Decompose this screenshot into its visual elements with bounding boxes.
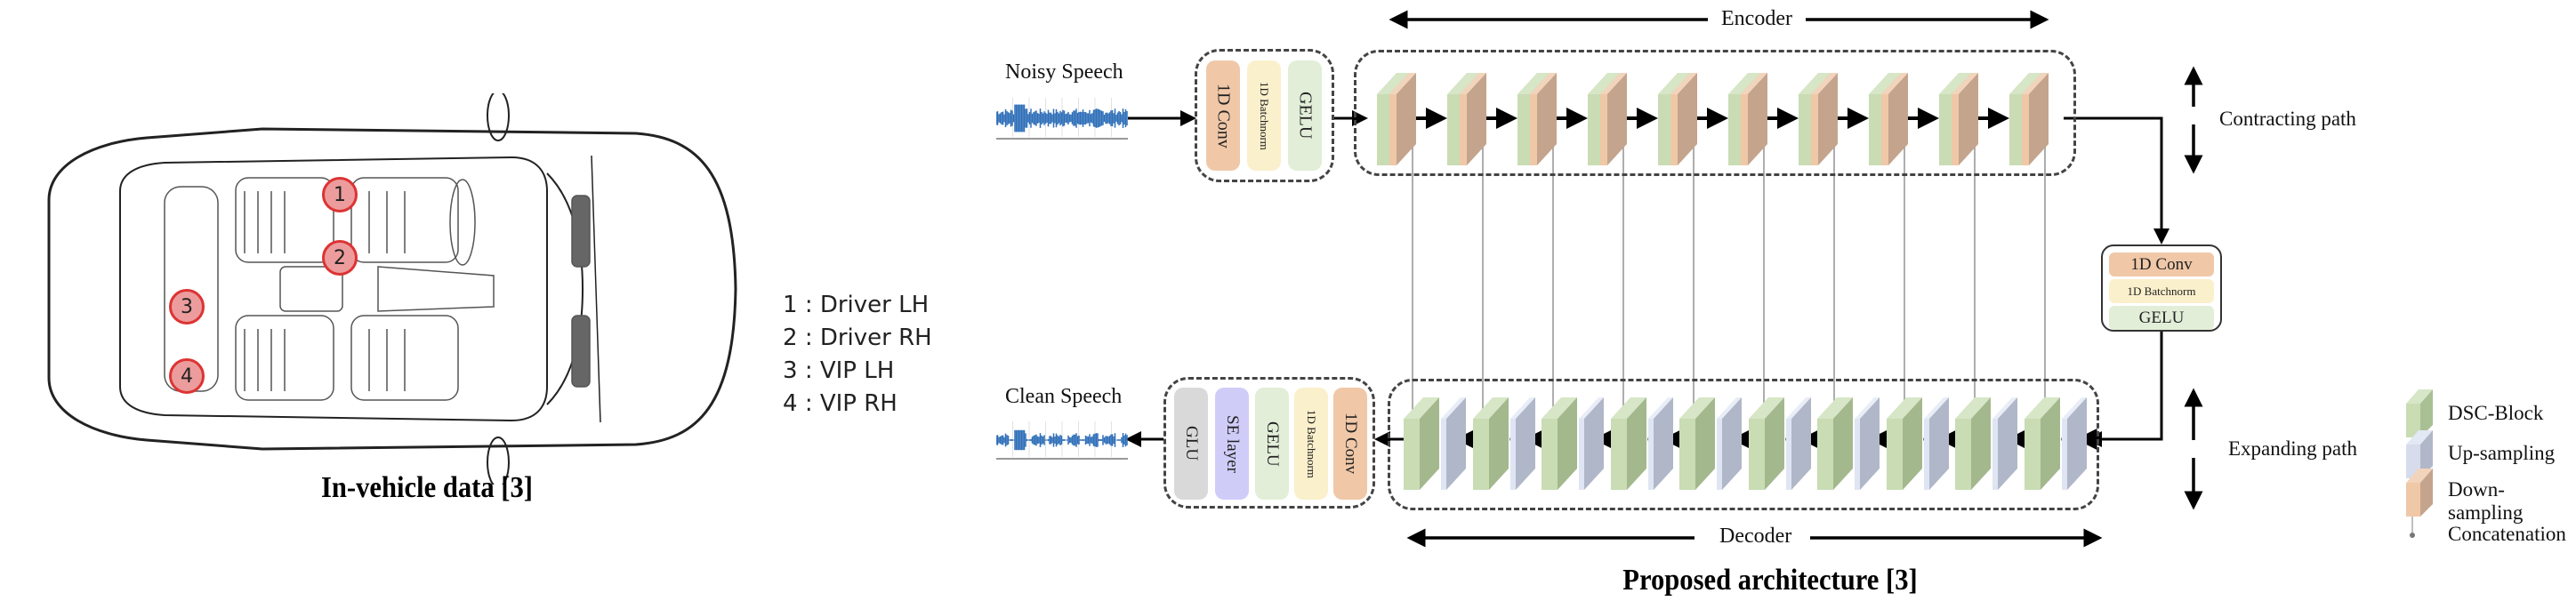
encoder-to-bottleneck-arrow: [2064, 116, 2169, 244]
down-sampling-block: [1460, 73, 1486, 165]
in-vehicle-panel: 1 2 3 4 1 : Driver LH 2 : Driver RH 3 : …: [0, 0, 970, 609]
up-sampling-block: [1647, 397, 1673, 490]
up-sampling-legend-icon: [2406, 430, 2433, 478]
input-gelu-layer: GELU: [1288, 60, 1322, 171]
up-sampling-block: [1509, 397, 1535, 490]
output-glu-layer: GLU: [1174, 388, 1208, 500]
dsc-block: [1817, 397, 1853, 490]
dsc-block: [1404, 397, 1439, 490]
bottleneck-block: 1D Conv 1D Batchnorm GELU: [2101, 244, 2222, 332]
noisy-speech-label: Noisy Speech: [1005, 60, 1123, 84]
dsc-block-legend-icon: [2406, 389, 2433, 437]
mic-position-legend: 1 : Driver LH 2 : Driver RH 3 : VIP LH 4…: [783, 289, 932, 421]
dsc-block: [1472, 397, 1509, 490]
down-sampling-legend-icon: [2406, 469, 2433, 517]
mic-marker-1: 1: [322, 177, 358, 212]
down-sampling-block: [1952, 73, 1978, 165]
down-sampling-block: [1881, 73, 1908, 165]
up-sampling-block: [1785, 397, 1811, 490]
encoder-box: [1354, 50, 2076, 176]
down-sampling-block: [1811, 73, 1838, 165]
mic-legend-item: 2 : Driver RH: [783, 325, 932, 351]
bottleneck-conv-layer: 1D Conv: [2109, 252, 2214, 276]
dsc-block: [1542, 397, 1577, 490]
mic-marker-3: 3: [169, 289, 205, 325]
output-block: GLU SE layer GELU 1D Batchnorm 1D Conv: [1163, 377, 1375, 509]
input-block: 1D Conv 1D Batchnorm GELU: [1195, 49, 1334, 182]
mic-marker-4: 4: [169, 358, 205, 394]
input-conv-layer: 1D Conv: [1206, 60, 1240, 171]
concatenation-legend-dot: [2410, 533, 2415, 538]
expanding-path-label: Expanding path: [2228, 437, 2357, 460]
mic-legend-item: 4 : VIP RH: [783, 390, 898, 417]
down-sampling-block: [1600, 73, 1627, 165]
output-gelu-layer: GELU: [1255, 388, 1289, 500]
output-batchnorm-layer: 1D Batchnorm: [1294, 388, 1328, 500]
dsc-block: [1886, 397, 1922, 490]
bottleneck-gelu-layer: GELU: [2109, 306, 2214, 330]
up-sampling-block: [2061, 397, 2087, 490]
up-sampling-block: [1579, 397, 1604, 490]
up-sampling-block: [1855, 397, 1880, 490]
clean-speech-waveform: [996, 421, 1128, 460]
noisy-speech-waveform: [996, 98, 1128, 140]
up-sampling-block: [1441, 397, 1466, 490]
architecture-caption: Proposed architecture [3]: [1622, 564, 1918, 597]
decoder-box: [1388, 379, 2099, 510]
bottleneck-to-decoder-arrow: [2086, 329, 2163, 447]
output-conv-layer: 1D Conv: [1333, 388, 1367, 500]
legend-label-down-sampling: Down-sampling: [2448, 478, 2524, 524]
dsc-block: [1610, 397, 1646, 490]
legend-label-dsc-block: DSC-Block: [2448, 402, 2544, 424]
down-sampling-block: [2022, 73, 2049, 165]
dsc-block: [1955, 397, 1991, 490]
in-vehicle-caption: In-vehicle data [3]: [321, 471, 533, 504]
dsc-block: [1748, 397, 1784, 490]
mic-legend-item: 3 : VIP LH: [783, 357, 895, 384]
down-sampling-block: [1389, 73, 1416, 165]
legend-label-up-sampling: Up-sampling: [2448, 442, 2556, 464]
up-sampling-block: [1717, 397, 1742, 490]
down-sampling-block: [1530, 73, 1557, 165]
down-sampling-block: [1741, 73, 1767, 165]
bottleneck-batchnorm-layer: 1D Batchnorm: [2109, 279, 2214, 303]
dsc-block: [1679, 397, 1715, 490]
architecture-legend: DSC-Block Up-sampling Down-sampling Conc…: [2384, 0, 2576, 609]
down-sampling-block: [1670, 73, 1697, 165]
up-sampling-block: [1992, 397, 2017, 490]
decoder-label: Decoder: [1719, 525, 1792, 548]
dsc-block: [2024, 397, 2060, 490]
mic-marker-2: 2: [322, 240, 358, 276]
contracting-path-label: Contracting path: [2219, 108, 2356, 130]
mic-legend-item: 1 : Driver LH: [783, 292, 930, 318]
output-se-layer: SE layer: [1215, 388, 1249, 500]
clean-speech-label: Clean Speech: [1005, 385, 1123, 408]
up-sampling-block: [1923, 397, 1949, 490]
legend-label-concatenation: Concatenation: [2448, 523, 2566, 545]
encoder-label: Encoder: [1721, 7, 1792, 30]
input-batchnorm-layer: 1D Batchnorm: [1247, 60, 1281, 171]
